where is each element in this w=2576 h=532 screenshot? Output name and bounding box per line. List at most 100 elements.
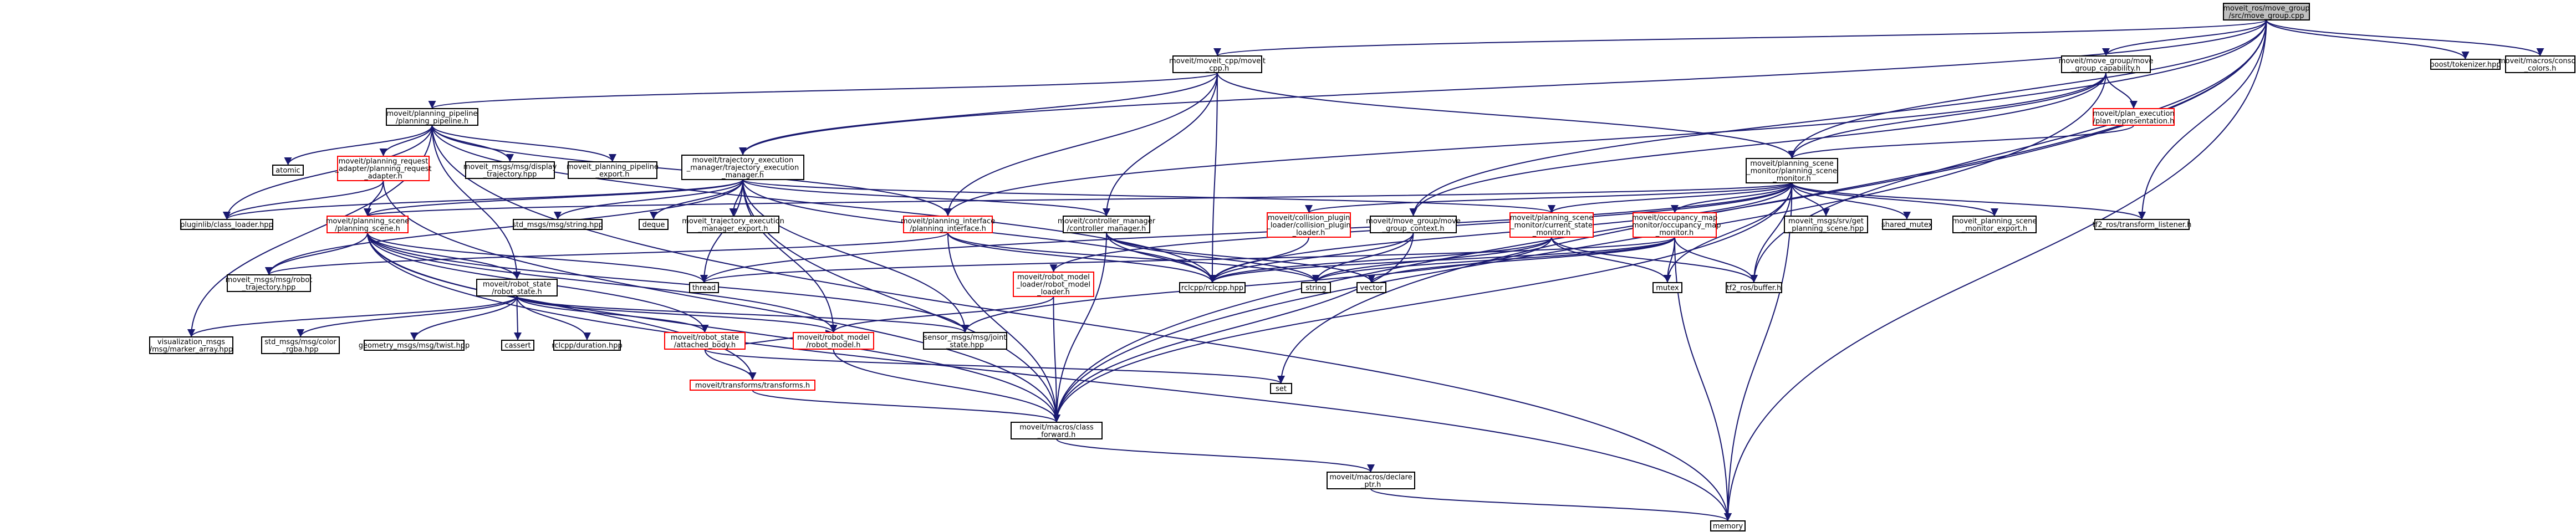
node-pp_export[interactable]: moveit_planning_pipeline_export.h [567,161,659,179]
node-box[interactable] [1370,216,1457,233]
node-box[interactable] [1356,282,1386,293]
node-css_monitor[interactable]: moveit/planning_scene_monitor/current_st… [1509,212,1594,238]
node-vector[interactable]: vector [1356,282,1386,293]
node-box[interactable] [465,161,555,179]
node-box[interactable] [1063,216,1150,233]
node-box[interactable] [553,340,621,351]
node-box[interactable] [690,380,815,391]
node-pipeline[interactable]: moveit/planning_pipeline/planning_pipeli… [386,108,478,126]
node-capability[interactable]: moveit/move_group/move_group_capability.… [2059,55,2154,73]
node-box[interactable] [1952,216,2037,233]
node-box[interactable] [1726,282,1782,293]
node-shared_mutex[interactable]: shared_mutex [1881,219,1933,230]
node-viz_marker[interactable]: visualization_msgs/msg/marker_array.hpp [149,336,233,354]
node-box[interactable] [1652,282,1682,293]
node-traj_exec[interactable]: moveit/trajectory_execution_manager/traj… [681,155,804,180]
node-movecpp[interactable]: moveit/moveit_cpp/moveit_cpp.h [1169,55,1266,73]
node-planning_iface[interactable]: moveit/planning_interface/planning_inter… [901,216,995,233]
node-tf_listener[interactable]: tf2_ros/transform_listener.h [2093,219,2192,230]
node-class_forward[interactable]: moveit/macros/class_forward.h [1011,422,1103,439]
node-rclcpp[interactable]: rclcpp/rclcpp.hpp [1179,282,1246,293]
node-req_adapter[interactable]: moveit/planning_request_adapter/planning… [334,156,432,181]
node-memory[interactable]: memory [1710,520,1746,531]
node-thread[interactable]: thread [689,282,719,293]
node-display_traj[interactable]: moveit_msgs/msg/display_trajectory.hpp [463,161,557,179]
node-console_colors[interactable]: moveit/macros/console_colors.h [2498,55,2576,73]
node-box[interactable] [687,216,779,233]
node-cassert[interactable]: cassert [501,340,534,351]
node-box[interactable] [2061,55,2151,73]
node-box[interactable] [793,332,874,350]
node-transforms[interactable]: moveit/transforms/transforms.h [690,380,815,391]
node-box[interactable] [2223,3,2310,21]
node-std_string[interactable]: std_msgs/msg/string.hpp [512,219,603,230]
node-box[interactable] [1172,55,1262,73]
node-box[interactable] [272,165,304,176]
node-joint_state[interactable]: sensor_msgs/msg/joint_state.hpp [923,332,1007,350]
node-twist[interactable]: geometry_msgs/msg/twist.hpp [359,340,470,351]
node-box[interactable] [1301,282,1331,293]
node-box[interactable] [1882,219,1932,230]
node-atomic[interactable]: atomic [272,165,304,176]
node-tf_buffer[interactable]: tf2_ros/buffer.h [1726,282,1782,293]
node-rm_loader[interactable]: moveit/robot_model_loader/robot_model_lo… [1013,272,1094,297]
node-deque[interactable]: deque [639,219,669,230]
node-get_scene[interactable]: moveit_msgs/srv/get_planning_scene.hpp [1784,216,1868,233]
node-robot_traj[interactable]: moveit_msgs/msg/robot_trajectory.hpp [226,274,313,292]
node-color_rgba[interactable]: std_msgs/msg/color_rgba.hpp [261,336,340,354]
node-box[interactable] [501,340,534,351]
node-box[interactable] [1509,212,1594,238]
node-robot_state[interactable]: moveit/robot_state/robot_state.h [476,279,558,296]
node-duration[interactable]: rclcpp/duration.hpp [552,340,623,351]
node-set[interactable]: set [1270,383,1292,394]
node-box[interactable] [923,332,1007,350]
node-box[interactable] [1179,282,1246,293]
node-box[interactable] [1746,158,1838,183]
node-box[interactable] [1327,472,1415,489]
node-mg_context[interactable]: moveit/move_group/move_group_context.h [1366,216,1461,233]
node-attached_body[interactable]: moveit/robot_state/attached_body.h [664,332,746,350]
node-box[interactable] [261,336,340,354]
node-mutex[interactable]: mutex [1652,282,1682,293]
node-psm[interactable]: moveit/planning_scene_monitor/planning_s… [1746,158,1838,183]
node-string[interactable]: string [1301,282,1331,293]
node-tokenizer[interactable]: boost/tokenizer.hpp [2430,59,2501,70]
node-tem_export[interactable]: moveit_trajectory_execution_manager_expo… [682,216,784,233]
node-box[interactable] [386,108,478,126]
node-plan_exec[interactable]: moveit/plan_execution/plan_representatio… [2093,108,2175,126]
node-box[interactable] [903,216,993,233]
node-occ_map[interactable]: moveit/occupancy_map_monitor/occupancy_m… [1628,212,1721,238]
node-robot_model[interactable]: moveit/robot_model/robot_model.h [793,332,874,350]
node-box[interactable] [681,155,804,180]
node-box[interactable] [513,219,603,230]
node-box[interactable] [1633,212,1717,238]
node-box[interactable] [664,332,746,350]
node-box[interactable] [2505,55,2575,73]
node-planning_scene[interactable]: moveit/planning_scene/planning_scene.h [326,216,409,233]
node-ctrl_mgr[interactable]: moveit/controller_manager/controller_man… [1058,216,1156,233]
node-collision_plugin[interactable]: moveit/collision_plugin_loader/collision… [1266,212,1351,238]
node-box[interactable] [2094,219,2190,230]
node-box[interactable] [1784,216,1868,233]
node-box[interactable] [568,161,657,179]
node-class_loader[interactable]: pluginlib/class_loader.hpp [180,219,273,230]
node-root[interactable]: moveit_ros/move_group/src/move_group.cpp [2223,3,2310,21]
node-box[interactable] [2430,59,2501,70]
node-box[interactable] [1267,212,1351,238]
node-psm_export[interactable]: moveit_planning_scene_monitor_export.h [1952,216,2037,233]
node-box[interactable] [180,219,273,230]
node-box[interactable] [2093,108,2175,126]
node-box[interactable] [1270,383,1292,394]
node-box[interactable] [364,340,465,351]
node-box[interactable] [476,279,558,296]
node-box[interactable] [337,156,430,181]
node-box[interactable] [1011,422,1103,439]
node-box[interactable] [227,274,311,292]
node-box[interactable] [327,216,409,233]
node-box[interactable] [149,336,233,354]
node-box[interactable] [1710,520,1746,531]
node-box[interactable] [1013,272,1094,297]
node-box[interactable] [639,219,669,230]
node-box[interactable] [689,282,719,293]
node-declare_ptr[interactable]: moveit/macros/declare_ptr.h [1327,472,1415,489]
